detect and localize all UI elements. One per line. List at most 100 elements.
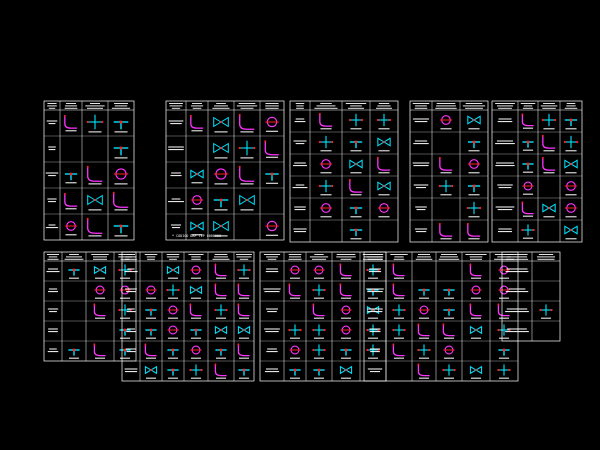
- header-label: [267, 258, 277, 260]
- pipe-fitting-symbol: [312, 303, 325, 319]
- pipe-fitting-symbol: [339, 365, 353, 379]
- header-label: [378, 103, 390, 104]
- row-label: [127, 268, 135, 270]
- row-label: [497, 121, 513, 123]
- pipe-fitting-symbol: [288, 324, 302, 339]
- header-label: [316, 105, 336, 107]
- pipe-fitting-symbol: [469, 263, 482, 279]
- table-bottom-5: [501, 251, 561, 342]
- pipe-fitting-symbol: [113, 120, 129, 133]
- pipe-fitting-symbol: [312, 324, 326, 339]
- pipe-fitting-symbol: [418, 288, 430, 299]
- row-label: [506, 268, 528, 270]
- header-label: [92, 258, 108, 260]
- header-label: [377, 105, 391, 107]
- row-label: [369, 348, 381, 350]
- pipe-fitting-symbol: [467, 159, 481, 174]
- row-label: [498, 228, 512, 230]
- table-bottom-4: [363, 251, 519, 382]
- row-label: [267, 311, 277, 313]
- row-label: [292, 187, 308, 189]
- header-label: [263, 254, 281, 255]
- header-label: [169, 258, 177, 260]
- header-label: [309, 256, 329, 258]
- row-label: [46, 120, 58, 122]
- pipe-fitting-symbol: [377, 137, 391, 152]
- header-label: [506, 254, 528, 255]
- pipe-fitting-symbol: [238, 140, 256, 159]
- row-label: [46, 271, 60, 273]
- row-label: [294, 231, 306, 233]
- pipe-fitting-symbol: [541, 113, 557, 130]
- row-label: [413, 184, 429, 186]
- pipe-fitting-symbol: [521, 201, 534, 217]
- header-label: [336, 254, 356, 255]
- row-label: [413, 165, 429, 167]
- row-label: [498, 187, 512, 189]
- pipe-fitting-symbol: [377, 203, 391, 218]
- pipe-fitting-symbol: [349, 140, 363, 152]
- row-label: [415, 231, 427, 233]
- pipe-fitting-symbol: [442, 364, 456, 379]
- pipe-fitting-symbol: [522, 162, 534, 173]
- pipe-fitting-symbol: [564, 118, 578, 130]
- row-label: [368, 271, 382, 273]
- header-label: [376, 107, 392, 109]
- row-label: [124, 368, 138, 370]
- row-label: [126, 291, 136, 293]
- pipe-fitting-symbol: [470, 285, 482, 299]
- pipe-fitting-symbol: [392, 343, 405, 359]
- pipe-fitting-symbol: [166, 265, 180, 279]
- row-label: [266, 268, 278, 270]
- row-label: [505, 311, 529, 313]
- header-label: [212, 258, 230, 260]
- pipe-fitting-symbol: [438, 156, 453, 174]
- row-label: [413, 143, 429, 145]
- pipe-fitting-symbol: [237, 264, 251, 279]
- pipe-fitting-symbol: [167, 325, 179, 339]
- header-label: [69, 254, 79, 255]
- header-label: [462, 105, 486, 107]
- pipe-fitting-symbol: [145, 285, 157, 299]
- pipe-fitting-symbol: [237, 343, 250, 359]
- header-label: [288, 258, 302, 260]
- row-label: [168, 201, 184, 203]
- header-label: [213, 256, 229, 258]
- pipe-fitting-symbol: [93, 265, 107, 279]
- pipe-fitting-symbol: [119, 328, 131, 339]
- row-label: [416, 209, 426, 211]
- header-label: [296, 107, 304, 109]
- table-top-5: [491, 100, 583, 243]
- pipe-fitting-symbol: [340, 325, 352, 339]
- header-label: [47, 258, 59, 260]
- pipe-fitting-symbol: [318, 179, 334, 196]
- pipe-fitting-symbol: [469, 365, 483, 379]
- header-label: [288, 254, 302, 255]
- row-label: [495, 165, 515, 167]
- pipe-fitting-symbol: [213, 220, 229, 237]
- header-label: [520, 103, 536, 104]
- header-label: [564, 107, 578, 109]
- header-label: [340, 258, 352, 260]
- pipe-fitting-symbol: [439, 115, 453, 130]
- pipe-fitting-symbol: [467, 140, 481, 152]
- header-label: [436, 105, 456, 107]
- header-label: [89, 103, 101, 104]
- header-label: [497, 256, 511, 258]
- table-bottom-2: [121, 251, 255, 382]
- row-label: [295, 143, 305, 145]
- table-frame: [501, 251, 561, 342]
- pipe-fitting-symbol: [564, 181, 578, 196]
- row-label: [127, 308, 135, 310]
- row-label: [126, 331, 136, 333]
- pipe-fitting-symbol: [86, 217, 103, 237]
- table-top-3: [289, 100, 399, 243]
- header-label: [542, 107, 556, 109]
- row-label: [294, 121, 306, 123]
- table-frame: [491, 100, 583, 243]
- pipe-fitting-symbol: [319, 203, 333, 218]
- pipe-fitting-symbol: [466, 201, 482, 218]
- row-label: [412, 162, 430, 164]
